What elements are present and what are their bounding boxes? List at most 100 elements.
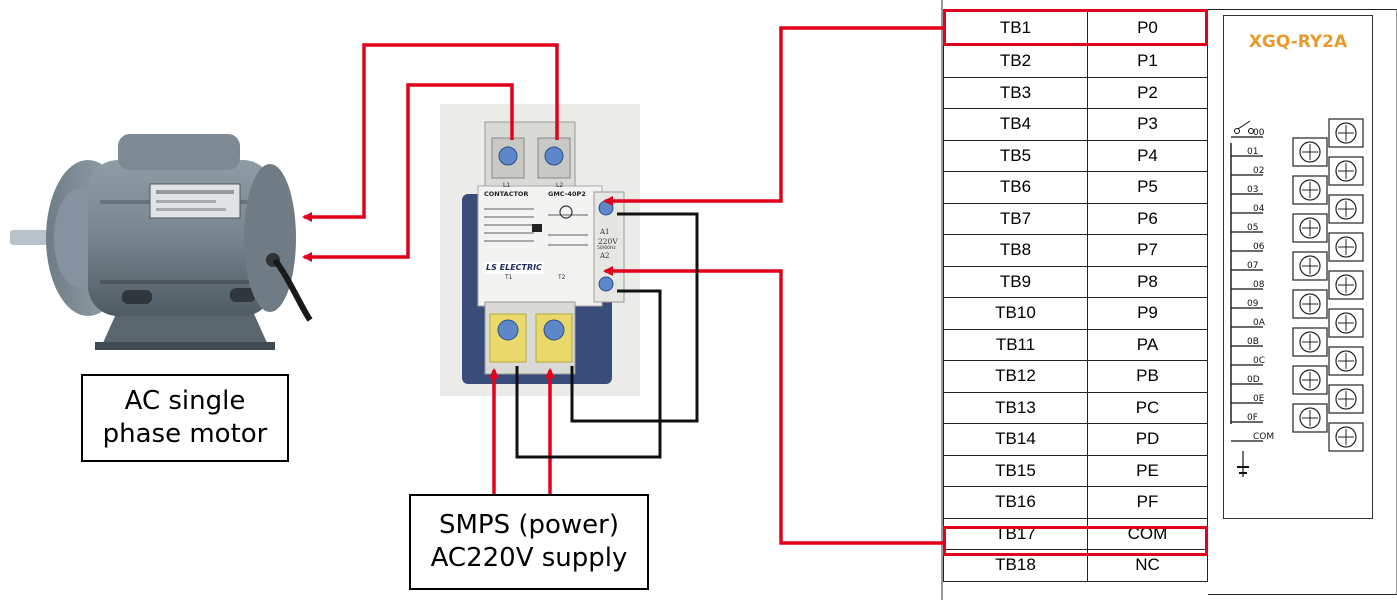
module-terminal-label: 05 (1247, 223, 1258, 233)
module-screw-head (1335, 350, 1357, 372)
tb-signal-cell: PC (1087, 391, 1208, 424)
module-terminal-label: 08 (1253, 280, 1265, 290)
module-terminal-label: 0A (1253, 318, 1266, 328)
module-title: XGQ-RY2A (1248, 32, 1348, 52)
tb-terminal-cell: TB1 (943, 9, 1088, 46)
module-screw-terminal (1328, 422, 1364, 452)
module-screw-head (1299, 179, 1321, 201)
module-screw-head (1335, 426, 1357, 448)
tb-terminal-cell: TB7 (943, 202, 1088, 235)
module-terminal-label: COM (1253, 432, 1274, 442)
contactor-coil-a1: A1 (600, 228, 610, 236)
module-terminal-label: 01 (1247, 147, 1258, 157)
tb-signal-cell: P6 (1087, 202, 1208, 235)
tb-signal-cell: PB (1087, 360, 1208, 393)
motor-image (10, 134, 313, 350)
tb-terminal-cell: TB6 (943, 171, 1088, 204)
tb-terminal-cell: TB16 (943, 486, 1088, 519)
module-screw-head (1335, 274, 1357, 296)
module-screw-head (1335, 160, 1357, 182)
module-screw-head (1335, 198, 1357, 220)
wire-tb17-to-coil-a2 (603, 266, 943, 545)
contactor-model: GMC-40P2 (548, 190, 586, 198)
module-contact (1234, 128, 1240, 134)
module-screw-head (1299, 217, 1321, 239)
tb-terminal-cell: TB10 (943, 297, 1088, 330)
module-terminal-label: 03 (1247, 185, 1258, 195)
tb-signal-cell: P2 (1087, 76, 1208, 109)
tb-signal-cell: P9 (1087, 297, 1208, 330)
module-terminal-label: 0F (1247, 413, 1258, 423)
smps-label-line2: AC220V supply (430, 543, 628, 573)
module-terminal-label: 02 (1253, 166, 1264, 176)
contactor-coil-voltage: 220V (598, 237, 618, 246)
module-terminal-label: 07 (1247, 261, 1258, 271)
tb-terminal-cell: TB14 (943, 423, 1088, 456)
module-contact-arm (1237, 120, 1251, 130)
module-terminal-label: 04 (1253, 204, 1265, 214)
tb-terminal-cell: TB15 (943, 454, 1088, 487)
module-screw-head (1299, 407, 1321, 429)
module-screw-head (1335, 122, 1357, 144)
module-terminal-label: 09 (1247, 299, 1259, 309)
tb-signal-cell: P5 (1087, 171, 1208, 204)
smps-label: SMPS (power) AC220V supply (409, 494, 649, 590)
contactor-top-terminal-l1: L1 (503, 182, 511, 189)
tb-terminal-cell: TB9 (943, 265, 1088, 298)
tb-signal-cell: P4 (1087, 139, 1208, 172)
module-screw-head (1299, 331, 1321, 353)
tb-signal-cell: PD (1087, 423, 1208, 456)
tb-signal-cell: P8 (1087, 265, 1208, 298)
module-contact (1248, 128, 1254, 134)
tb-signal-cell: P3 (1087, 108, 1208, 141)
motor-label-line2: phase motor (102, 419, 268, 449)
tb-terminal-cell: TB11 (943, 328, 1088, 361)
module-screw-head (1299, 369, 1321, 391)
contactor-top-terminal-l2: L2 (556, 182, 564, 189)
contactor-bottom-terminal-t2: T2 (558, 274, 566, 281)
module-screw-terminal (1292, 289, 1328, 319)
module-terminal-label: 00 (1253, 128, 1265, 138)
highlight-tb1-row (943, 9, 1208, 46)
module-screw-head (1335, 388, 1357, 410)
tb-signal-cell: PF (1087, 486, 1208, 519)
module-screw-head (1335, 236, 1357, 258)
module-screw-head (1299, 141, 1321, 163)
tb-signal-cell: P7 (1087, 234, 1208, 267)
motor-label-line1: AC single (124, 385, 246, 416)
tb-signal-cell: P1 (1087, 45, 1208, 78)
module-screw-terminal (1328, 308, 1364, 338)
contactor-brand-line: CONTACTOR (484, 190, 529, 198)
tb-signal-cell: P0 (1087, 9, 1208, 46)
tb-terminal-cell: TB8 (943, 234, 1088, 267)
smps-label-line1: SMPS (power) (438, 509, 620, 540)
contactor-maker-logo: LS ELECTRIC (486, 263, 543, 272)
tb-terminal-cell: TB3 (943, 76, 1088, 109)
contactor-bottom-terminal-t1: T1 (505, 274, 513, 281)
tb-terminal-cell: TB12 (943, 360, 1088, 393)
contactor-coil-freq: 50/60Hz (597, 246, 616, 251)
module-terminal-label: 06 (1253, 242, 1265, 252)
module-terminal-label: 0E (1253, 394, 1265, 404)
highlight-tb17-row (943, 526, 1208, 556)
motor-label: AC single phase motor (81, 374, 289, 462)
tb-signal-cell: PA (1087, 328, 1208, 361)
